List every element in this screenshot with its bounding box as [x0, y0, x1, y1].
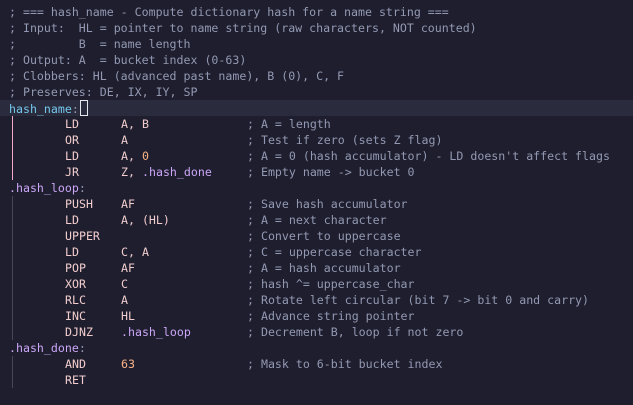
operand: HL: [121, 309, 135, 323]
comment-line[interactable]: ; B = name length: [0, 36, 633, 52]
inline-comment: ; Save hash accumulator: [247, 197, 408, 211]
operand: AF: [121, 197, 135, 211]
instruction-line[interactable]: JR Z, .hash_done ; Empty name -> bucket 0: [0, 164, 633, 180]
operand: 0: [142, 149, 149, 163]
mnemonic: LD: [65, 117, 79, 131]
label-line[interactable]: hash_name:: [0, 100, 633, 116]
instruction-line[interactable]: AND 63 ; Mask to 6-bit bucket index: [0, 356, 633, 372]
instruction-line[interactable]: INC HL ; Advance string pointer: [0, 308, 633, 324]
operand: C: [121, 277, 128, 291]
mnemonic: PUSH: [65, 197, 93, 211]
comment-line[interactable]: ; Preserves: DE, IX, IY, SP: [0, 84, 633, 100]
indent-guide: [12, 356, 13, 388]
comment-text: ; Input: HL = pointer to name string (ra…: [9, 21, 477, 35]
instruction-line[interactable]: LD A, 0 ; A = 0 (hash accumulator) - LD do…: [0, 148, 633, 164]
inline-comment: ; Rotate left circular (bit 7 -> bit 0 a…: [247, 293, 590, 307]
instruction-line[interactable]: POP AF ; A = hash accumulator: [0, 260, 633, 276]
instruction-line[interactable]: DJNZ .hash_loop ; Decrement B, loop if not…: [0, 324, 633, 340]
instruction-line[interactable]: PUSH AF ; Save hash accumulator: [0, 196, 633, 212]
operand: 63: [121, 357, 135, 371]
comment-text: ; === hash_name - Compute dictionary has…: [9, 5, 449, 19]
comment-text: ; Preserves: DE, IX, IY, SP: [9, 85, 198, 99]
indent-guide: [12, 196, 13, 340]
mnemonic: INC: [65, 309, 86, 323]
mnemonic: POP: [65, 261, 86, 275]
operand: C, A: [121, 245, 149, 259]
mnemonic: RET: [65, 373, 86, 387]
instruction-line[interactable]: RLC A ; Rotate left circular (bit 7 -> bit…: [0, 292, 633, 308]
operand: A, (HL): [121, 213, 170, 227]
label-name: .hash_done: [9, 341, 79, 355]
operand: .hash_loop: [121, 325, 191, 339]
operand: AF: [121, 261, 135, 275]
comment-text: ; Clobbers: HL (advanced past name), B (…: [9, 69, 345, 83]
label-line[interactable]: .hash_loop:: [0, 180, 633, 196]
inline-comment: ; A = next character: [247, 213, 387, 227]
inline-comment: ; Decrement B, loop if not zero: [247, 325, 464, 339]
inline-comment: ; hash ^= uppercase_char: [247, 277, 415, 291]
instruction-line[interactable]: LD A, (HL) ; A = next character: [0, 212, 633, 228]
instruction-line[interactable]: RET: [0, 372, 633, 388]
label-name: .hash_loop: [9, 181, 79, 195]
instruction-line[interactable]: UPPER ; Convert to uppercase: [0, 228, 633, 244]
inline-comment: ; Convert to uppercase: [247, 229, 401, 243]
instruction-line[interactable]: LD A, B ; A = length: [0, 116, 633, 132]
mnemonic: LD: [65, 245, 79, 259]
inline-comment: ; Mask to 6-bit bucket index: [247, 357, 443, 371]
label-hash-done: .hash_done:: [9, 340, 86, 356]
operand: A: [121, 293, 128, 307]
mnemonic: JR: [65, 165, 79, 179]
operand: .hash_done: [142, 165, 212, 179]
mnemonic: LD: [65, 149, 79, 163]
instruction-line[interactable]: OR A ; Test if zero (sets Z flag): [0, 132, 633, 148]
mnemonic: AND: [65, 357, 86, 371]
mnemonic: OR: [65, 133, 79, 147]
label-colon: :: [71, 102, 79, 116]
label-colon: :: [78, 341, 86, 355]
comment-line[interactable]: ; === hash_name - Compute dictionary has…: [0, 4, 633, 20]
comment-line[interactable]: ; Output: A = bucket index (0-63): [0, 52, 633, 68]
label-hash-loop: .hash_loop:: [9, 180, 86, 196]
comment-line[interactable]: ; Clobbers: HL (advanced past name), B (…: [0, 68, 633, 84]
comment-text: ; B = name length: [9, 37, 191, 51]
mnemonic: DJNZ: [65, 325, 93, 339]
mnemonic: RLC: [65, 293, 86, 307]
operand: A, B: [121, 117, 149, 131]
label-line[interactable]: .hash_done:: [0, 340, 633, 356]
indent-guide: [12, 116, 13, 180]
label-name: hash_name: [9, 102, 72, 116]
inline-comment: ; Empty name -> bucket 0: [247, 165, 415, 179]
operand: Z,: [121, 165, 142, 179]
inline-comment: ; Test if zero (sets Z flag): [247, 133, 443, 147]
inline-comment: ; A = length: [247, 117, 331, 131]
text-cursor: [79, 100, 88, 116]
operand: A,: [121, 149, 142, 163]
mnemonic: LD: [65, 213, 79, 227]
instruction-line[interactable]: LD C, A ; C = uppercase character: [0, 244, 633, 260]
operand: A: [121, 133, 128, 147]
inline-comment: ; C = uppercase character: [247, 245, 422, 259]
inline-comment: ; A = 0 (hash accumulator) - LD doesn't …: [247, 149, 610, 163]
comment-line[interactable]: ; Input: HL = pointer to name string (ra…: [0, 20, 633, 36]
label-colon: :: [78, 181, 86, 195]
label-hash-name: hash_name:: [9, 100, 88, 117]
mnemonic: XOR: [65, 277, 86, 291]
instruction-line[interactable]: XOR C ; hash ^= uppercase_char: [0, 276, 633, 292]
inline-comment: ; Advance string pointer: [247, 309, 415, 323]
comment-text: ; Output: A = bucket index (0-63): [9, 53, 247, 67]
mnemonic: UPPER: [65, 229, 100, 243]
inline-comment: ; A = hash accumulator: [247, 261, 401, 275]
